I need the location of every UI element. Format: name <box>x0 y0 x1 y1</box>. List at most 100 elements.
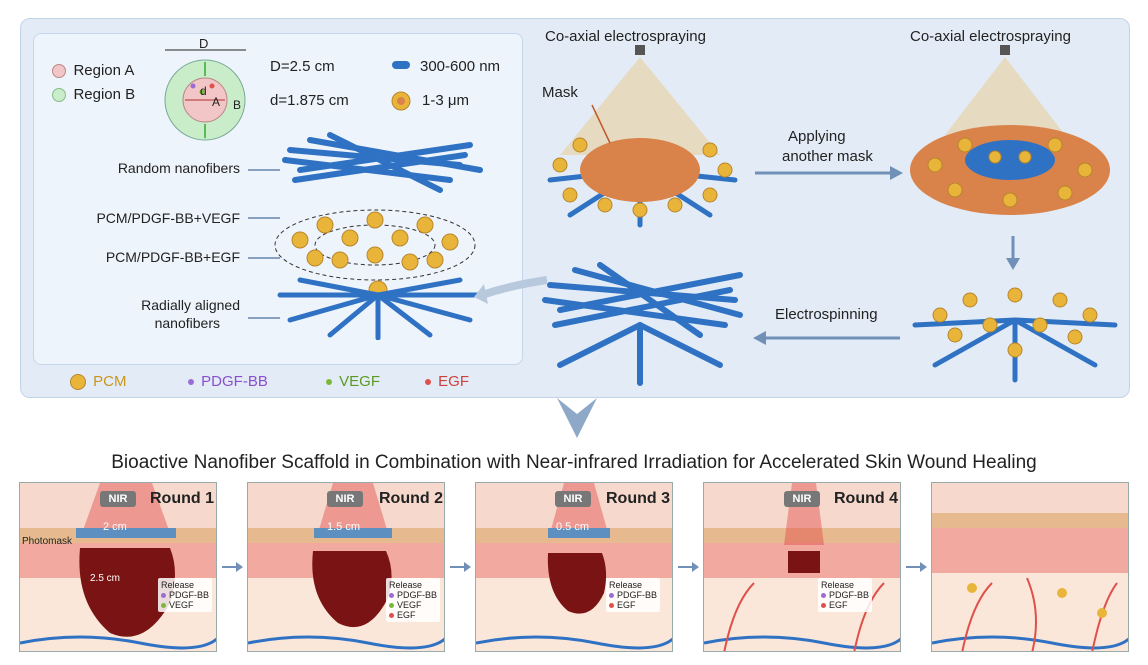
round-3-width: 0.5 cm <box>556 521 590 533</box>
particle-size: 1-3 μm <box>422 92 469 109</box>
round-3-release-label: Release <box>609 580 643 590</box>
legend-vegf-label: VEGF <box>339 373 381 390</box>
down-arrow <box>557 398 597 438</box>
skin-layers-4 <box>704 483 900 651</box>
legend-egf: EGF <box>425 373 469 390</box>
round-3-title: Round 3 <box>606 490 670 507</box>
region-diagram <box>164 49 246 141</box>
round-arrow-2 <box>450 562 471 572</box>
layer-pointers <box>248 169 280 319</box>
skin-layers-healed <box>932 513 1128 651</box>
legend-egf-label: EGF <box>438 373 470 390</box>
legend-pdgf: PDGF-BB <box>188 373 268 390</box>
applying-label-1: Applying <box>788 128 846 145</box>
round-2-panel <box>247 482 445 652</box>
round-4-release-label: Release <box>821 580 855 590</box>
round-4-factor-2: EGF <box>821 600 869 610</box>
round-4-release-box: Release PDGF-BB EGF <box>818 578 873 612</box>
d-value: d=1.875 cm <box>270 92 349 109</box>
round-4-factor-1-label: PDGF-BB <box>829 590 870 600</box>
round-2-release-label: Release <box>389 580 423 590</box>
round-2-title: Round 2 <box>379 490 443 507</box>
round-1-factor-2: VEGF <box>161 600 209 610</box>
B-label: B <box>233 98 242 112</box>
photomask-label: Photomask <box>22 536 73 547</box>
round-1-panel <box>19 482 217 652</box>
layer-radial-label-1: Radially aligned <box>141 297 240 313</box>
electrospinning-label: Electrospinning <box>775 306 878 323</box>
D-label: D <box>199 36 209 51</box>
applying-label-2: another mask <box>782 148 873 165</box>
layer-egf-label: PCM/PDGF-BB+EGF <box>105 249 240 265</box>
fiber-size: 300-600 nm <box>420 58 501 75</box>
round-1-factor-1: PDGF-BB <box>161 590 209 600</box>
fiber-icon <box>392 61 410 69</box>
A-label: A <box>212 95 221 109</box>
region-a-swatch <box>52 63 66 78</box>
round-2-factor-1: PDGF-BB <box>389 590 437 600</box>
layer-random-label: Random nanofibers <box>117 160 240 176</box>
round-3-factor-2: EGF <box>609 600 657 610</box>
nir-lamp-2: NIR <box>327 491 363 507</box>
round-3-release-box: Release PDGF-BB EGF <box>606 578 661 612</box>
region-a-label: Region A <box>73 62 135 79</box>
round-4-factor-1: PDGF-BB <box>821 590 869 600</box>
round-1-factor-1-label: PDGF-BB <box>169 590 210 600</box>
region-b-swatch <box>52 87 66 102</box>
legend-pdgf-label: PDGF-BB <box>201 373 268 390</box>
round-3-factor-1-label: PDGF-BB <box>617 590 658 600</box>
nozzle-icon <box>635 45 645 55</box>
round-4-factor-2-label: EGF <box>829 600 848 610</box>
figure-title: Bioactive Nanofiber Scaffold in Combinat… <box>111 452 1037 473</box>
nir-lamp-3: NIR <box>555 491 591 507</box>
round-4-title: Round 4 <box>834 490 898 507</box>
mask-label: Mask <box>542 84 578 101</box>
pcm-icon <box>70 374 86 391</box>
layer-radial-label-2: nanofibers <box>154 315 220 331</box>
round-1-wound-size: 2.5 cm <box>90 573 121 584</box>
scaffold-step-3 <box>912 287 1118 383</box>
round-2-factor-1-label: PDGF-BB <box>397 590 438 600</box>
coaxial-label-2: Co-axial electrospraying <box>910 28 1071 45</box>
D-value: D=2.5 cm <box>270 58 335 75</box>
round-arrow-4 <box>906 562 927 572</box>
round-3-panel <box>475 482 673 652</box>
arrow-step-1-to-2 <box>755 166 903 180</box>
skin-layers-2 <box>248 483 444 651</box>
pdgf-icon <box>188 379 194 386</box>
layered-scaffold-illustration <box>274 132 483 340</box>
nozzle-icon-2 <box>1000 45 1010 55</box>
round-arrow-3 <box>678 562 699 572</box>
round-1-release-box: Release PDGF-BB VEGF <box>158 578 213 612</box>
round-2-factor-3-label: EGF <box>397 610 416 620</box>
round-2-release-box: Release PDGF-BB VEGF EGF <box>386 578 441 622</box>
vegf-icon <box>326 379 332 386</box>
skin-layers-3 <box>476 483 672 651</box>
round-2-factor-2: VEGF <box>389 600 437 610</box>
region-a-legend: Region A <box>52 62 134 80</box>
round-arrow-1 <box>222 562 243 572</box>
mask-pointer <box>591 104 611 144</box>
legend-pcm-label: PCM <box>93 373 127 390</box>
round-3-factor-1: PDGF-BB <box>609 590 657 600</box>
round-3-factor-2-label: EGF <box>617 600 636 610</box>
round-1-release-label: Release <box>161 580 195 590</box>
arrow-step-2-to-3 <box>1006 236 1020 270</box>
round-2-factor-2-label: VEGF <box>397 600 422 610</box>
final-scaffold <box>542 262 743 386</box>
layer-vegf-label: PCM/PDGF-BB+VEGF <box>96 210 240 226</box>
nir-lamp-1: NIR <box>100 491 136 507</box>
electrospray-step-1 <box>547 45 738 228</box>
arrow-to-inset <box>474 276 548 304</box>
round-1-title: Round 1 <box>150 490 214 507</box>
particle-icon <box>391 91 411 111</box>
round-2-width: 1.5 cm <box>327 521 361 533</box>
round-1-factor-2-label: VEGF <box>169 600 194 610</box>
region-b-label: Region B <box>73 86 136 103</box>
d-label: d <box>200 84 207 98</box>
arrow-step-3-to-4 <box>753 331 900 345</box>
healed-skin-panel <box>931 482 1129 652</box>
nir-lamp-4: NIR <box>784 491 820 507</box>
coaxial-label-1: Co-axial electrospraying <box>545 28 706 45</box>
region-b-legend: Region B <box>52 86 135 104</box>
